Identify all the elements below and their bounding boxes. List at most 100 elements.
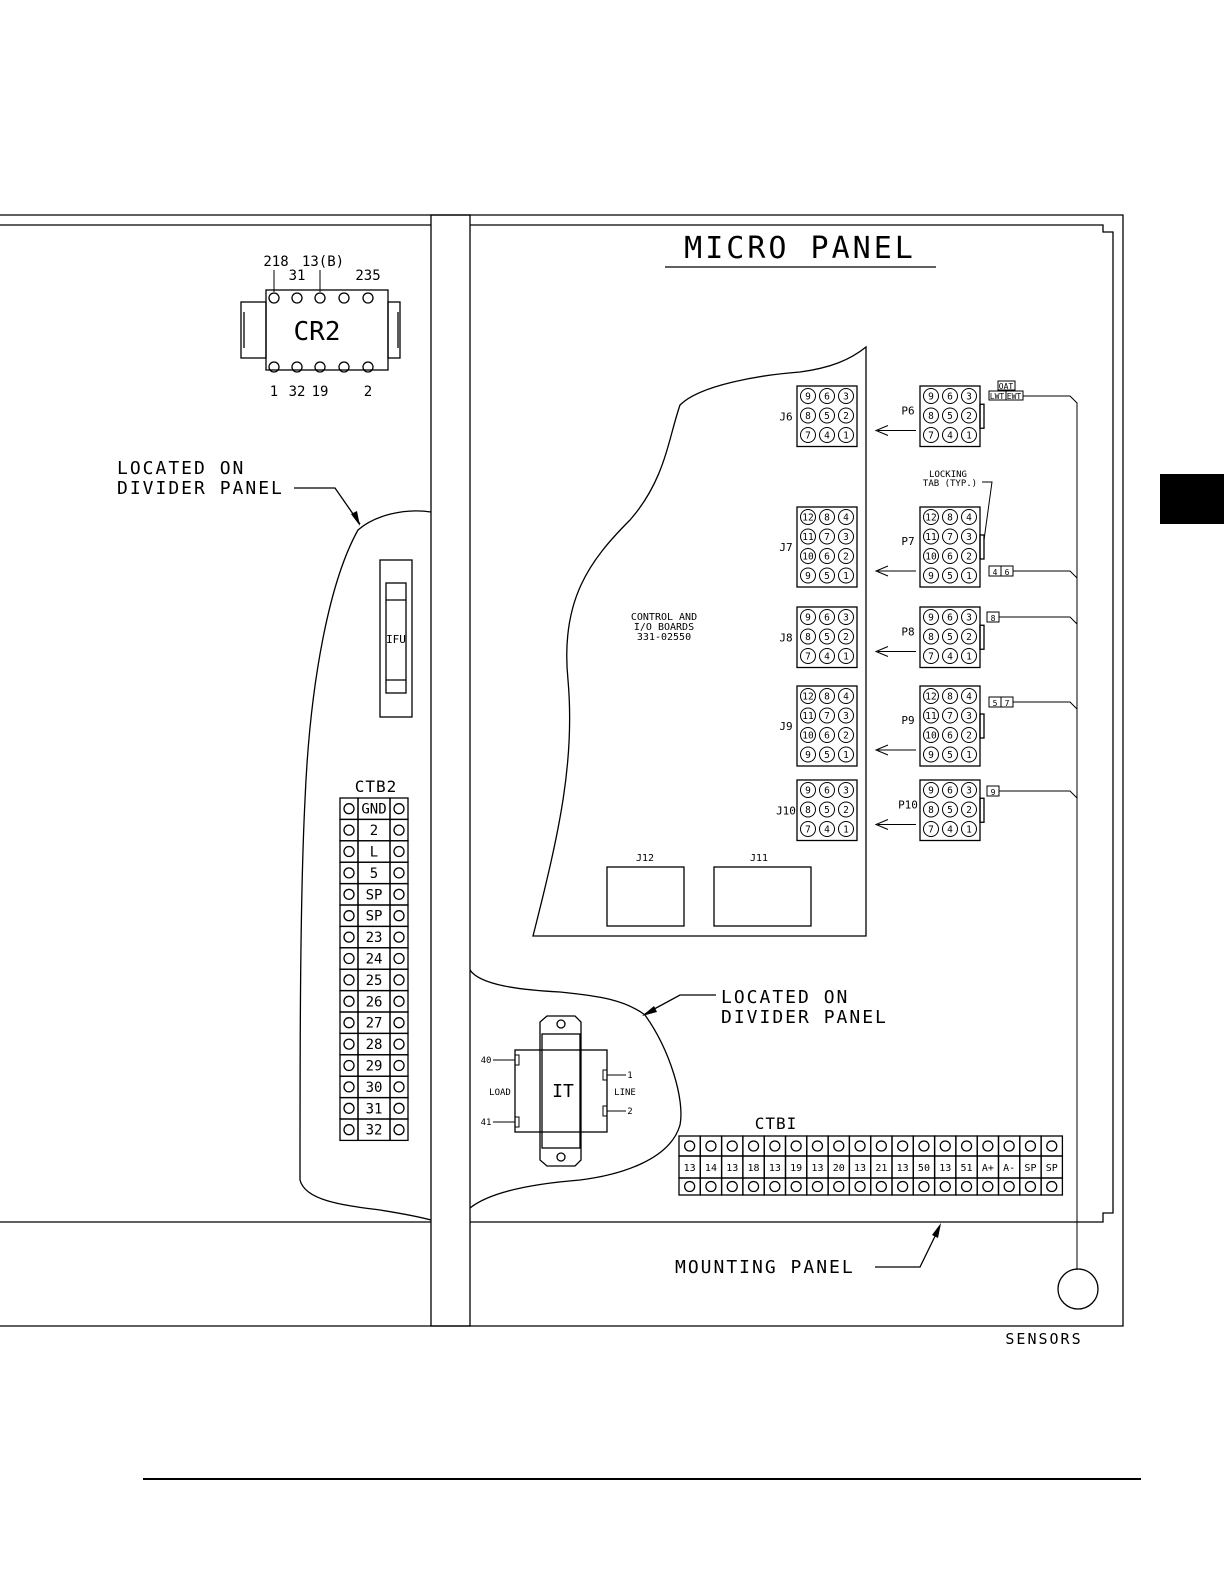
connector-pin	[942, 782, 958, 798]
mounting-panel-callout: MOUNTING PANEL	[675, 1223, 941, 1278]
pin-number: 5	[824, 411, 830, 422]
svg-text:TAB (TYP.): TAB (TYP.)	[923, 479, 977, 489]
enclosure	[0, 214, 1124, 1327]
pin-number: 4	[966, 692, 972, 703]
connector-pin	[838, 528, 854, 545]
pin-number: 6	[947, 552, 953, 563]
connector-pin	[800, 801, 816, 818]
ctb2-terminal: 32	[339, 1118, 409, 1142]
pin-number: 4	[824, 825, 830, 836]
ctb2-terminal-label: L	[370, 845, 378, 861]
connector-pin	[923, 388, 939, 404]
connector-pin	[819, 648, 835, 664]
pin-number: 2	[843, 805, 849, 816]
pin-number: 6	[947, 392, 953, 403]
pin-number: 8	[805, 632, 811, 643]
connector-pin	[838, 609, 854, 625]
connector-pin	[800, 648, 816, 664]
cr2-top-circle	[362, 292, 374, 304]
connector-pin	[819, 628, 835, 645]
pin-number: 12	[925, 513, 936, 524]
ctb2-terminal: 2	[339, 818, 409, 842]
ctb1-terminal-label: 18	[748, 1163, 760, 1174]
connector-pin	[800, 567, 816, 584]
ctb1-terminal: 18	[742, 1135, 765, 1196]
divider-panel-left	[299, 510, 432, 1221]
connector-label: J9	[779, 720, 792, 733]
connector-pin	[942, 707, 958, 724]
ctb2-terminal-label: 29	[366, 1059, 383, 1075]
pin-number: 3	[966, 392, 972, 403]
connector-pin	[819, 567, 835, 584]
pin-number: 9	[928, 392, 934, 403]
plug-label: P6	[901, 404, 914, 417]
pin-number: 7	[805, 431, 811, 442]
pin-number: 7	[805, 825, 811, 836]
ctb2-terminal: 23	[339, 925, 409, 949]
pin-number: 11	[925, 532, 937, 543]
svg-text:EWT: EWT	[1007, 392, 1022, 401]
ctb1-terminal-label: SP	[1024, 1163, 1036, 1174]
svg-text:OAT: OAT	[999, 382, 1014, 391]
ctb2-terminal-label: 5	[370, 866, 378, 882]
ctb1-terminal: 50	[912, 1135, 936, 1196]
svg-text:2: 2	[627, 1107, 632, 1117]
pin-number: 1	[843, 652, 849, 663]
svg-text:DIVIDER PANEL: DIVIDER PANEL	[117, 478, 284, 499]
connector-pin	[800, 609, 816, 625]
cr2-bottom-circle	[291, 361, 303, 373]
connector-pin	[923, 801, 939, 818]
connector-pin	[800, 427, 816, 443]
connector-pin	[819, 548, 835, 564]
pin-number: 4	[824, 431, 830, 442]
sensors-label: SENSORS	[1005, 1330, 1082, 1348]
svg-text:7: 7	[1005, 699, 1010, 708]
ctb2-terminal-label: SP	[366, 887, 383, 903]
connector-pin	[819, 821, 835, 837]
pin-number: 1	[966, 652, 972, 663]
pin-number: 7	[947, 532, 953, 543]
pin-number: 3	[966, 613, 972, 624]
svg-text:LOCATED ON: LOCATED ON	[721, 987, 849, 1008]
connector-pin	[942, 821, 958, 837]
pin-number: 6	[824, 552, 830, 563]
pin-number: 5	[824, 571, 830, 582]
connector-pin	[838, 707, 854, 724]
ctb2-terminal-label: 24	[366, 952, 383, 968]
sensor-harness	[999, 395, 1099, 1310]
control-board-label: CONTROL AND I/O BOARDS 331-02550	[631, 612, 697, 643]
ctb1-terminal-label: 13	[897, 1163, 909, 1174]
svg-text:LOAD: LOAD	[489, 1088, 511, 1098]
pin-number: 1	[843, 431, 849, 442]
connector-pin	[923, 746, 939, 763]
connector-pin	[961, 782, 977, 798]
ctb1-terminal: 13	[891, 1135, 914, 1196]
connector-pin	[942, 548, 958, 564]
pin-number: 6	[947, 786, 953, 797]
connector-pin	[923, 821, 939, 837]
pin-number: 1	[966, 571, 972, 582]
svg-text:DIVIDER PANEL: DIVIDER PANEL	[721, 1007, 888, 1028]
connector-pin	[838, 388, 854, 404]
ctb1-terminal: 51	[955, 1135, 978, 1196]
connector-pin	[819, 528, 835, 545]
ctb2-terminal: 24	[339, 947, 409, 970]
svg-text:6: 6	[1005, 568, 1010, 577]
svg-text:8: 8	[991, 614, 996, 623]
connector-pin	[838, 782, 854, 798]
ctb2-terminal-label: GND	[361, 802, 386, 818]
pin-number: 12	[802, 513, 813, 524]
ctb2-terminal-label: 26	[366, 994, 383, 1010]
pin-number: 9	[805, 613, 811, 624]
pin-number: 3	[843, 786, 849, 797]
connector-pin	[961, 648, 977, 664]
connector-pin	[923, 628, 939, 645]
svg-text:IFU: IFU	[386, 633, 406, 646]
pin-number: 6	[947, 731, 953, 742]
